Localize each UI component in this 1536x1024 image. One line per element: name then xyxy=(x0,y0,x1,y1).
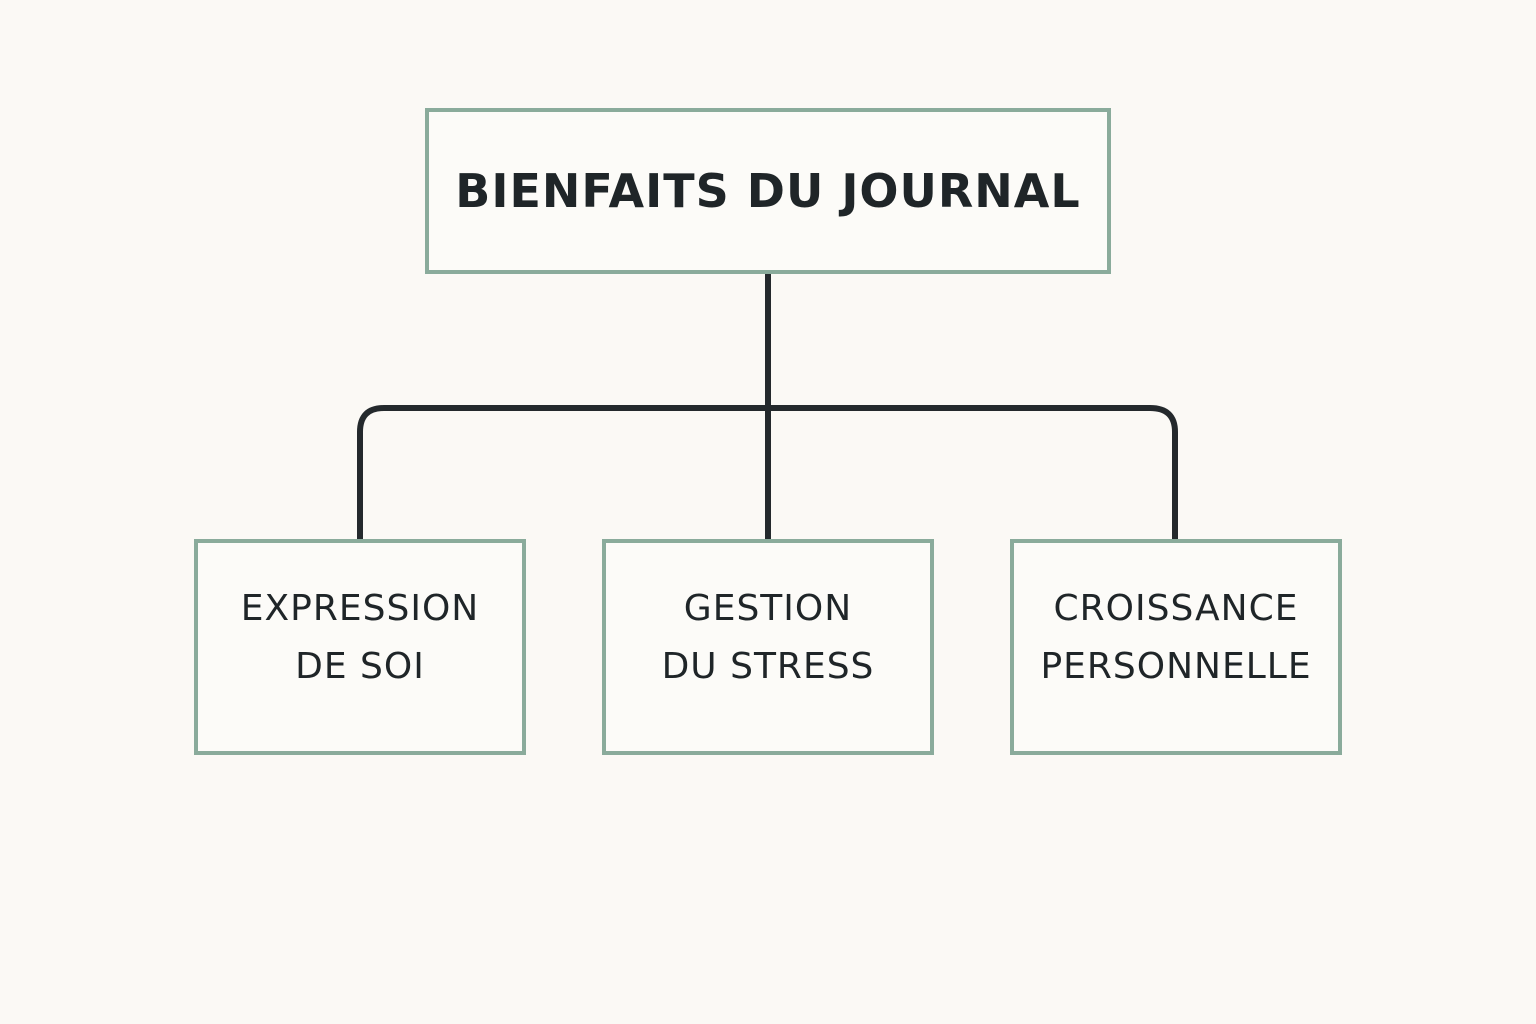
child-node-label-line2: PERSONNELLE xyxy=(1040,646,1312,687)
child-node-label-line1: EXPRESSION xyxy=(240,588,480,629)
child-node-label-line2: DU STRESS xyxy=(661,646,875,687)
child-node-expression-de-soi: EXPRESSION DE SOI xyxy=(194,539,526,755)
child-node-gestion-du-stress: GESTION DU STRESS xyxy=(602,539,934,755)
child-node-label-line1: GESTION xyxy=(683,588,853,629)
child-node-label-line2: DE SOI xyxy=(295,646,425,687)
child-node-croissance-personnelle: CROISSANCE PERSONNELLE xyxy=(1010,539,1342,755)
connector-branch-bar xyxy=(357,405,1178,539)
child-node-label-line1: CROISSANCE xyxy=(1053,588,1299,629)
root-node: BIENFAITS DU JOURNAL xyxy=(425,108,1111,274)
root-node-label: BIENFAITS DU JOURNAL xyxy=(455,164,1081,218)
